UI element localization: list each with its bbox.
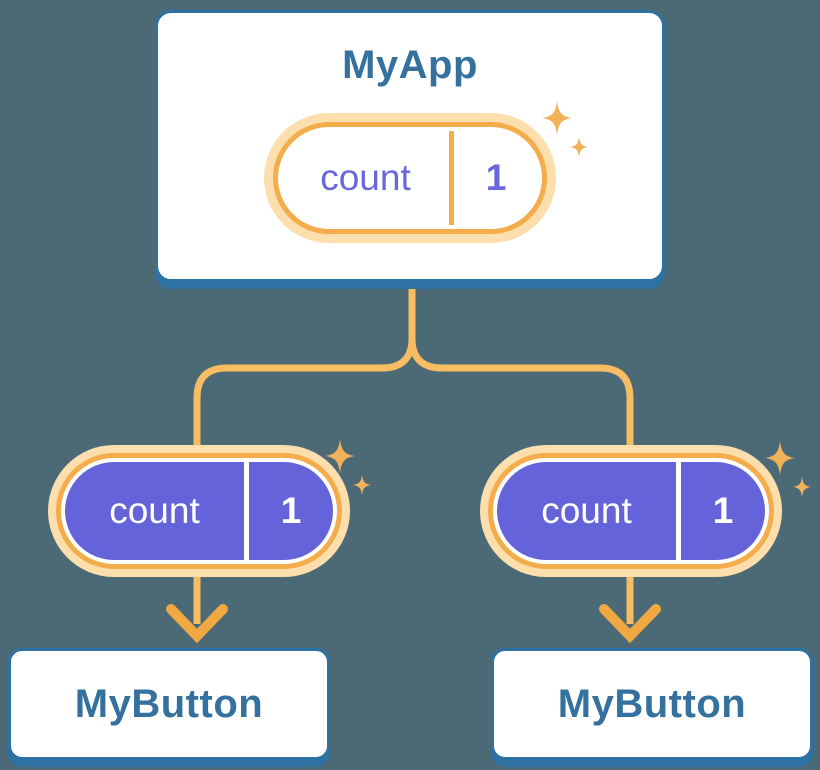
state-pill-value: 1 xyxy=(485,157,507,198)
arrow-down-icon xyxy=(599,604,661,644)
pill-divider xyxy=(244,462,249,560)
sparkle-icon xyxy=(542,101,588,158)
state-pill-label: count xyxy=(320,157,411,198)
props-pill: count 1 xyxy=(480,445,782,577)
component-title: MyButton xyxy=(557,681,747,726)
props-pill-label: count xyxy=(109,490,200,531)
props-pill: count 1 xyxy=(48,445,350,577)
pill-divider xyxy=(449,131,454,225)
sparkle-icon xyxy=(325,439,371,496)
child-component-card: MyButton xyxy=(8,648,330,760)
component-title: MyApp xyxy=(342,43,478,87)
state-pill: count 1 xyxy=(264,113,556,243)
root-component-card: MyApp count 1 xyxy=(155,10,665,282)
props-pill-label: count xyxy=(541,490,632,531)
child-component-card: MyButton xyxy=(491,648,813,760)
props-pill-value: 1 xyxy=(280,490,302,531)
pill-divider xyxy=(676,462,681,560)
arrow-down-icon xyxy=(166,604,228,644)
props-pill-value: 1 xyxy=(712,490,734,531)
sparkle-icon xyxy=(765,441,811,498)
component-title: MyButton xyxy=(74,681,264,726)
